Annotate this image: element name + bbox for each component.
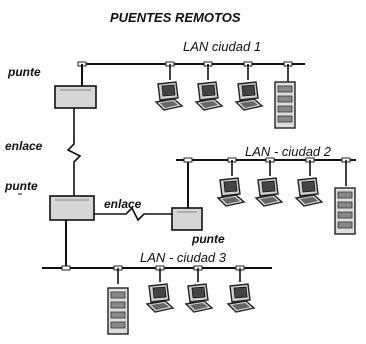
- server-tower-icon: [274, 81, 296, 129]
- diagram-title: PUENTES REMOTOS: [110, 10, 241, 25]
- link-2-label: enlace: [104, 197, 142, 211]
- bridge-2-label: punte: [4, 179, 38, 193]
- workstation-icon: [255, 177, 283, 207]
- workstation-icon: [195, 81, 223, 111]
- server-tower-icon: [334, 187, 356, 235]
- workstation-icon: [155, 81, 183, 111]
- lightning-link-icon: [94, 206, 172, 222]
- workstation-icon: [235, 81, 263, 111]
- link-1-label: enlace: [5, 139, 43, 153]
- bridge-device-icon: [171, 207, 203, 231]
- server-tower-icon: [107, 287, 129, 335]
- bridge-device-icon: [54, 85, 97, 109]
- lan-ciudad-3-label: LAN - ciudad 3: [140, 250, 227, 265]
- workstation-icon: [227, 283, 255, 313]
- lan-ciudad-2-label: LAN - ciudad 2: [245, 144, 332, 159]
- bridge-1-label: punte: [7, 65, 41, 79]
- workstation-icon: [146, 283, 174, 313]
- lan-ciudad-1-label: LAN ciudad 1: [183, 39, 261, 54]
- workstation-icon: [185, 283, 213, 313]
- lightning-link-icon: [66, 108, 82, 196]
- workstation-icon: [295, 177, 323, 207]
- bridge-3-label: punte: [191, 232, 225, 246]
- workstation-icon: [217, 177, 245, 207]
